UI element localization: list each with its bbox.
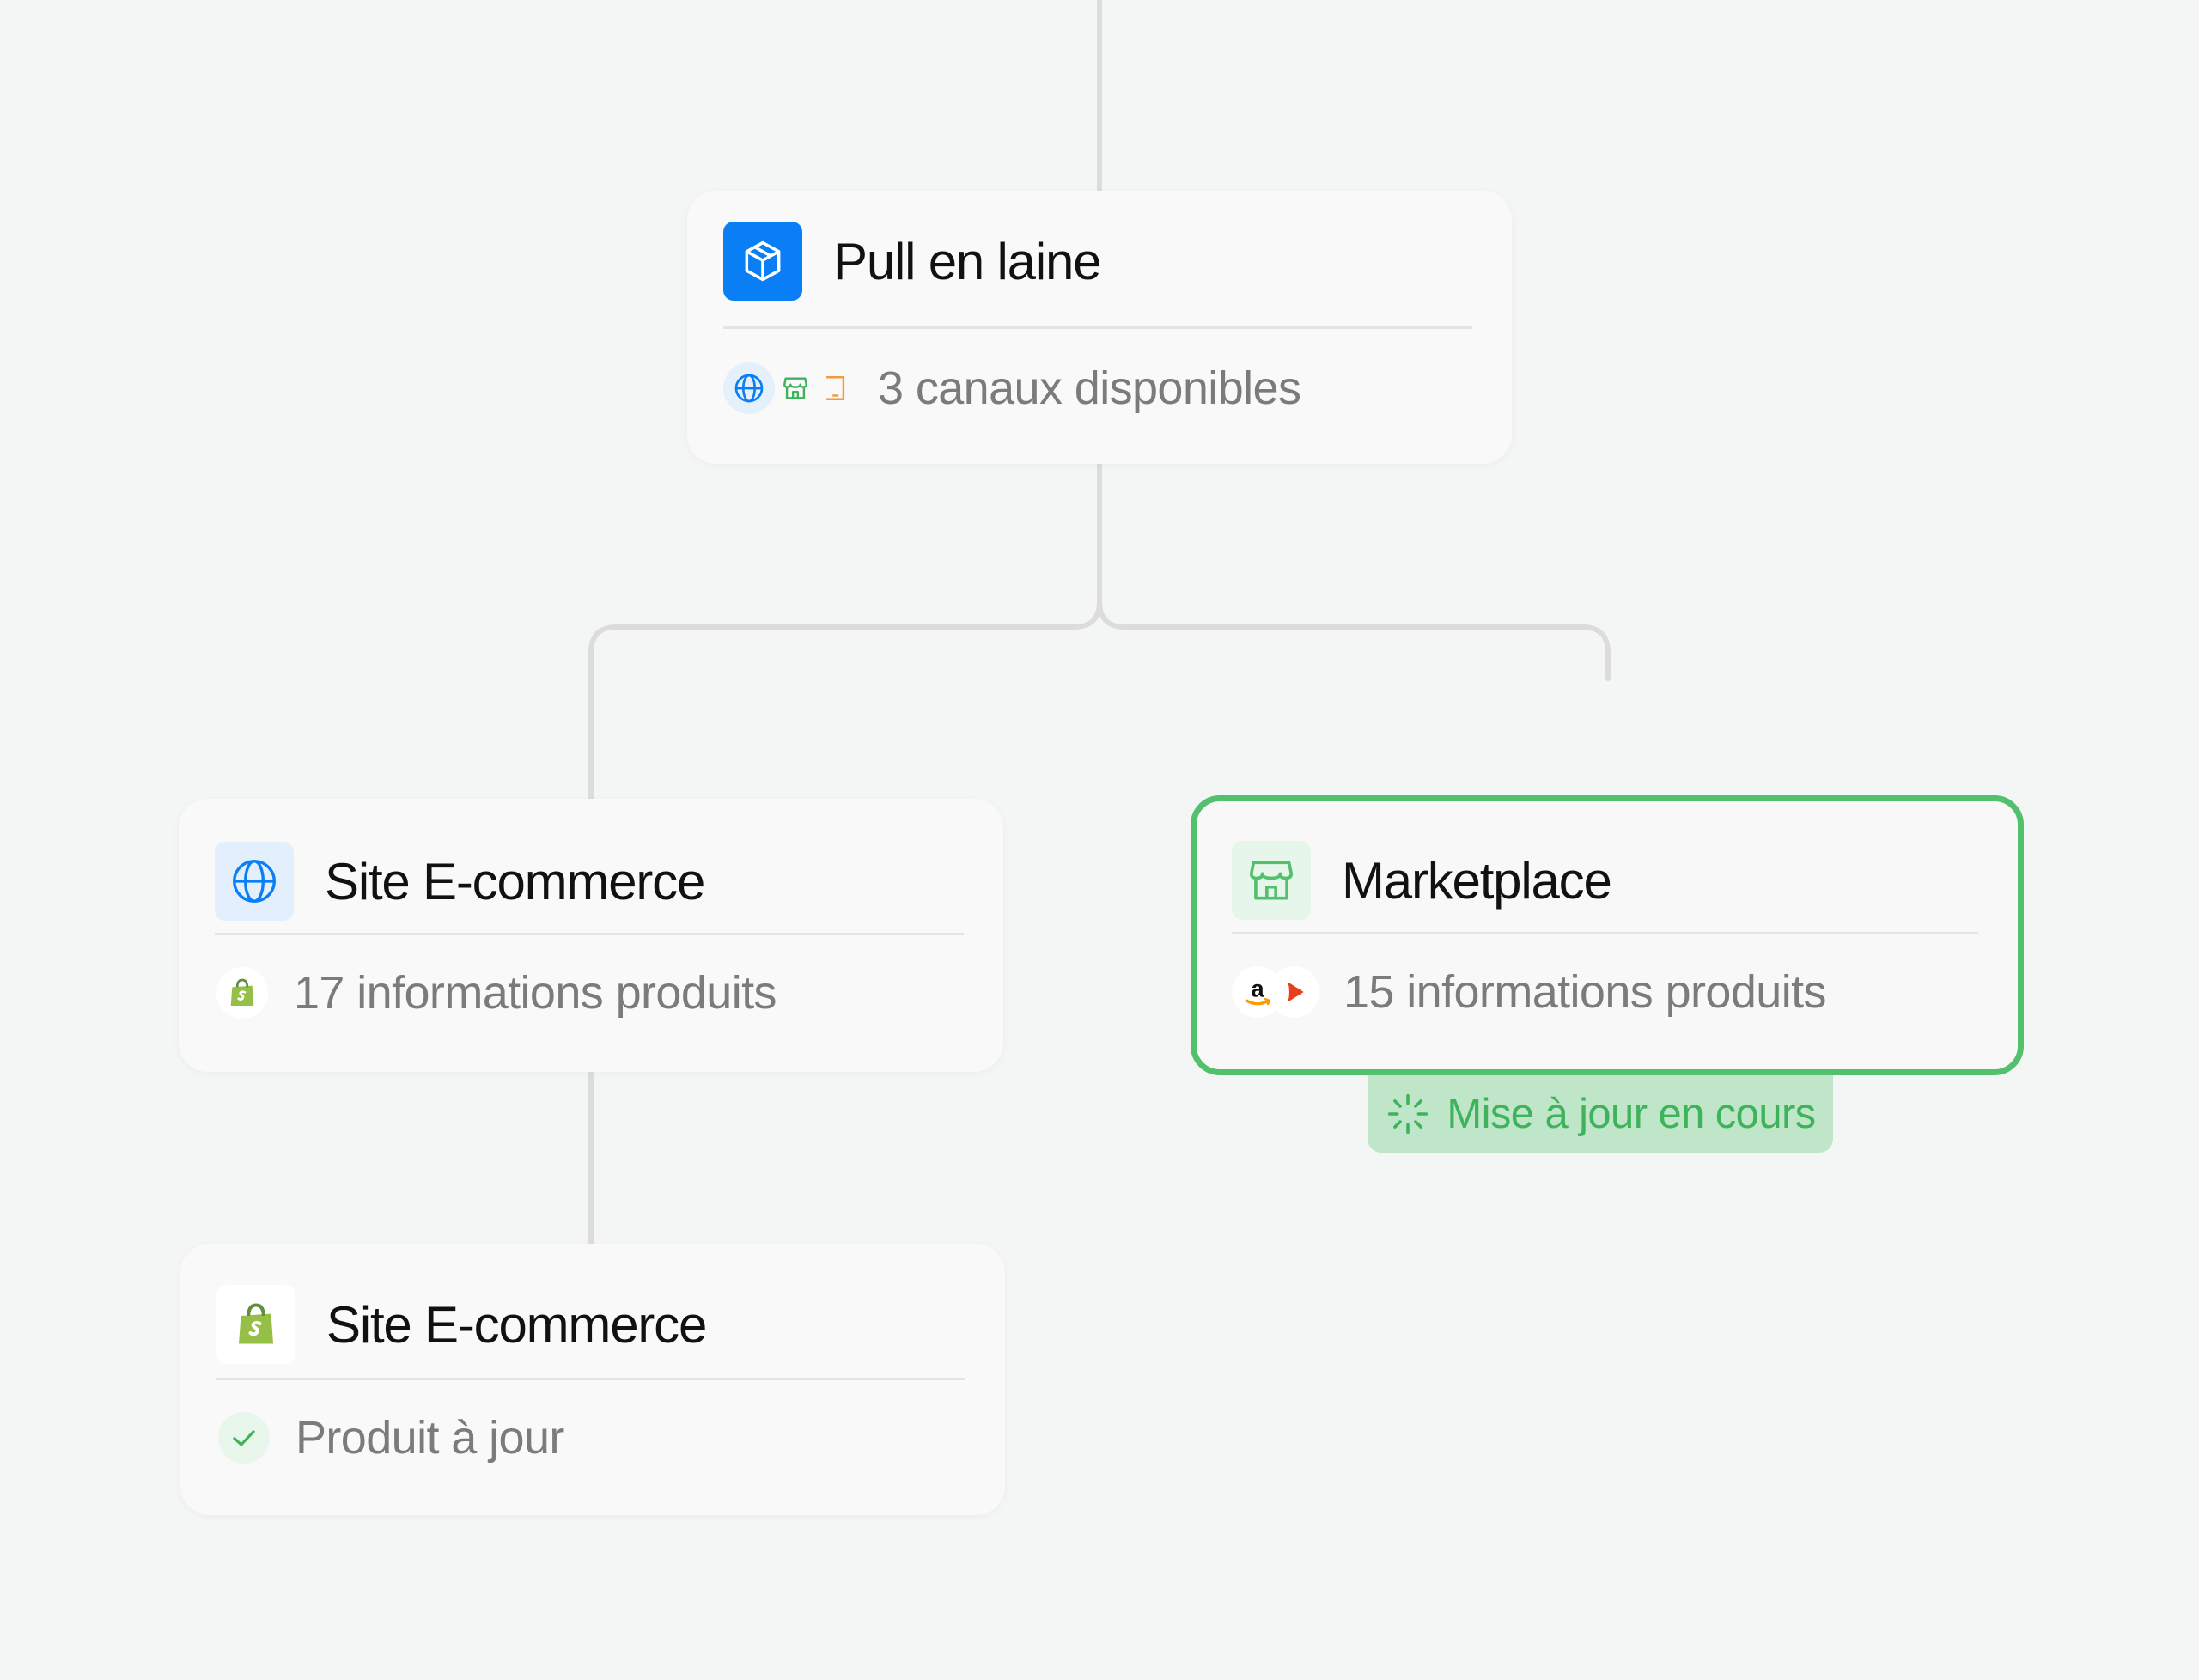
store-icon — [1232, 841, 1311, 920]
channel-title: Site E-commerce — [325, 852, 705, 910]
channel-title: Marketplace — [1342, 851, 1612, 910]
info-label: 17 informations produits — [294, 967, 777, 1019]
channel-icons — [723, 361, 854, 416]
spinner-icon — [1385, 1091, 1431, 1137]
store-icon — [777, 362, 814, 414]
cube-icon — [723, 222, 802, 301]
status-label: Produit à jour — [295, 1412, 564, 1464]
divider — [215, 933, 964, 935]
check-icon — [218, 1412, 270, 1464]
channels-label: 3 canaux disponibles — [878, 362, 1301, 414]
amazon-icon: a — [1232, 966, 1283, 1018]
status-badge: Mise à jour en cours — [1368, 1075, 1833, 1153]
channel-card-marketplace[interactable]: Marketplace a 15 informations produits — [1191, 795, 2024, 1075]
shop-title: Site E-commerce — [326, 1295, 707, 1354]
globe-icon — [723, 362, 775, 414]
status-label: Mise à jour en cours — [1447, 1091, 1816, 1137]
connector-right-branch — [1097, 599, 1611, 681]
shop-card[interactable]: Site E-commerce Produit à jour — [180, 1244, 1005, 1515]
shopify-icon — [216, 1285, 295, 1364]
product-title: Pull en laine — [833, 232, 1101, 290]
info-label: 15 informations produits — [1343, 966, 1827, 1018]
product-card[interactable]: Pull en laine — [687, 191, 1512, 464]
channel-card-ecommerce[interactable]: Site E-commerce 17 informations produits — [179, 799, 1003, 1072]
globe-icon — [215, 842, 294, 921]
divider — [216, 1378, 965, 1380]
divider — [723, 326, 1472, 329]
shopify-icon — [216, 967, 268, 1019]
connector-left-branch — [588, 599, 1102, 801]
tablet-icon — [816, 362, 854, 414]
divider — [1232, 932, 1978, 934]
svg-text:a: a — [1251, 976, 1264, 1002]
